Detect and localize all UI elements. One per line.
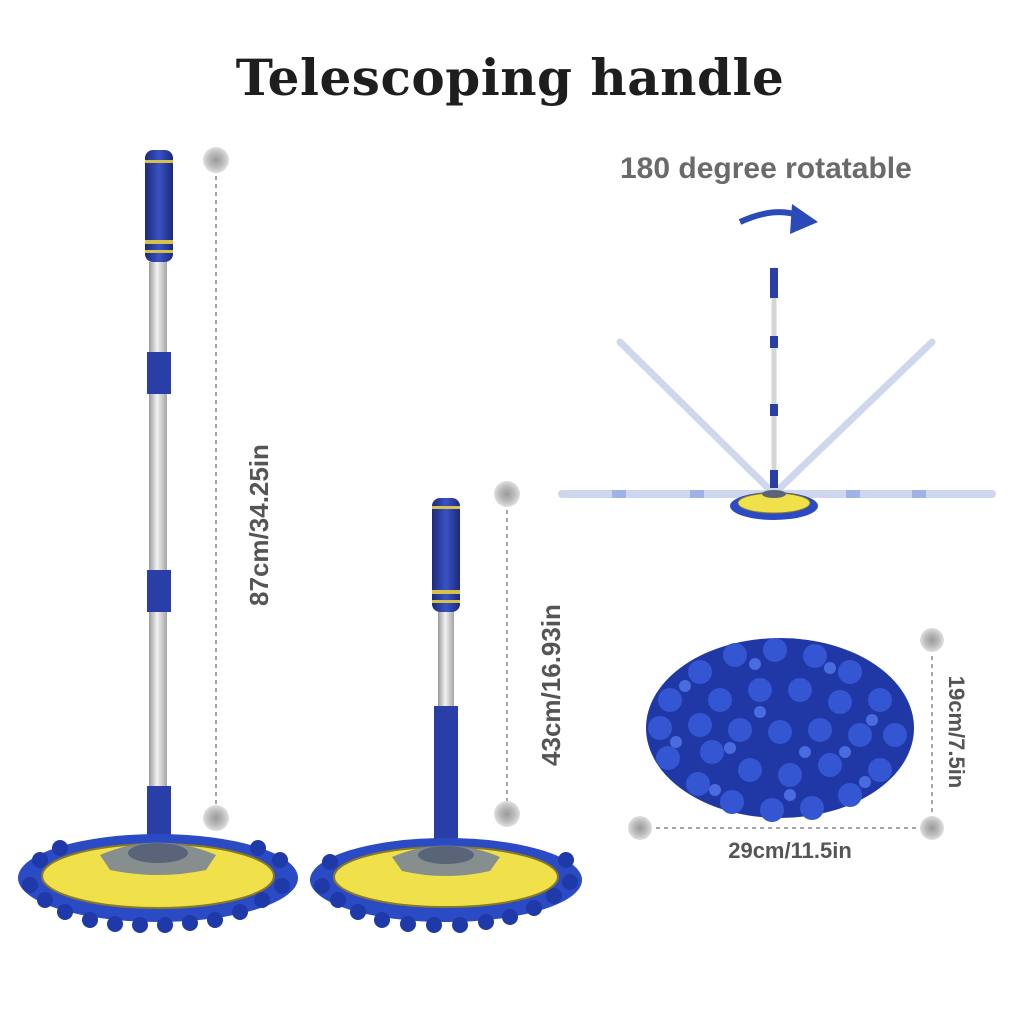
- page-title: Telescoping handle: [235, 48, 785, 107]
- rotation-label: 180 degree rotatable: [620, 152, 912, 185]
- short-height-label: 43cm/16.93in: [536, 604, 566, 766]
- pad-height-dimension: [920, 628, 944, 826]
- long-mop: [18, 150, 298, 933]
- short-height-dimension: [494, 481, 520, 827]
- long-height-label: 87cm/34.25in: [244, 444, 274, 606]
- pad-height-label: 19cm/7.5in: [944, 675, 969, 789]
- chenille-pad-closeup: [646, 638, 914, 822]
- long-mop-grip: [145, 150, 173, 262]
- rotation-diagram: [558, 204, 996, 520]
- long-height-dimension: [203, 147, 229, 831]
- pad-width-dimension: [628, 816, 944, 840]
- pad-width-label: 29cm/11.5in: [728, 838, 852, 863]
- long-mop-pole: [149, 262, 167, 822]
- short-mop: [310, 498, 582, 933]
- long-mop-collar: [147, 352, 171, 394]
- long-mop-collar: [147, 570, 171, 612]
